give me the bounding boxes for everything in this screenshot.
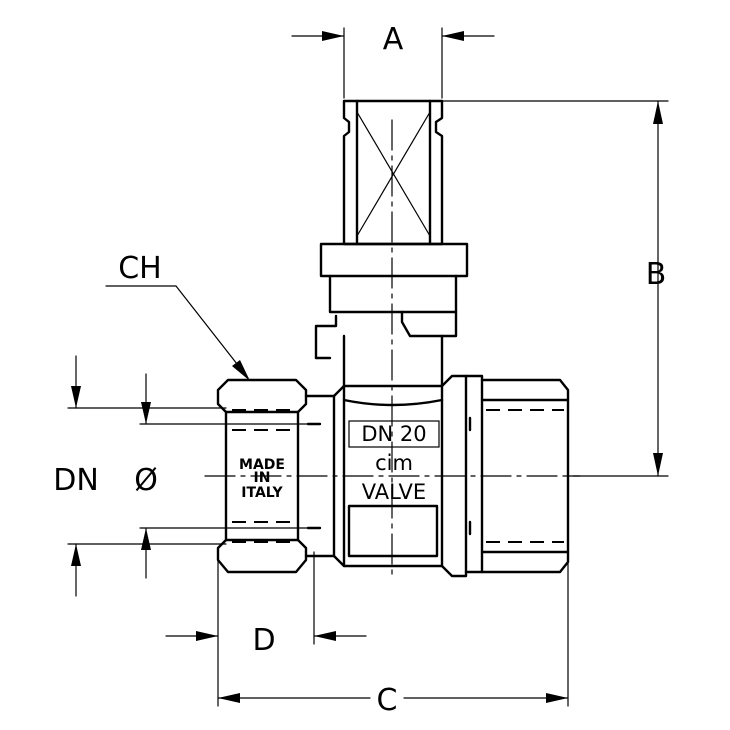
dimension-d: D (165, 551, 367, 707)
dimension-label-b: B (646, 257, 667, 292)
dimension-ch: CH (105, 251, 250, 381)
dimension-diameter: Ø (134, 373, 321, 579)
body-marking-size: DN 20 (361, 422, 426, 446)
dimension-label-ch: CH (118, 251, 162, 286)
hex-marking-made: MADE (239, 457, 285, 473)
body-marking-brand: cim (375, 451, 413, 475)
body-markings: DN 20 cim VALVE (348, 420, 440, 504)
hex-marking-italy: ITALY (241, 485, 283, 501)
dimension-a: A (291, 22, 495, 99)
dimension-label-diameter: Ø (134, 463, 158, 498)
dimension-label-a: A (383, 22, 404, 57)
dimension-b: B (441, 100, 669, 477)
dimension-label-d: D (252, 623, 275, 658)
body-marking-type: VALVE (362, 480, 426, 504)
dimension-c: C (217, 559, 569, 718)
hex-marking-in: IN (254, 470, 271, 486)
hex-markings: MADE IN ITALY (239, 457, 285, 501)
center-lines (204, 119, 581, 579)
dimension-label-dn: DN (53, 463, 99, 498)
square-stem-cap (314, 99, 469, 388)
dimension-label-c: C (377, 683, 398, 718)
